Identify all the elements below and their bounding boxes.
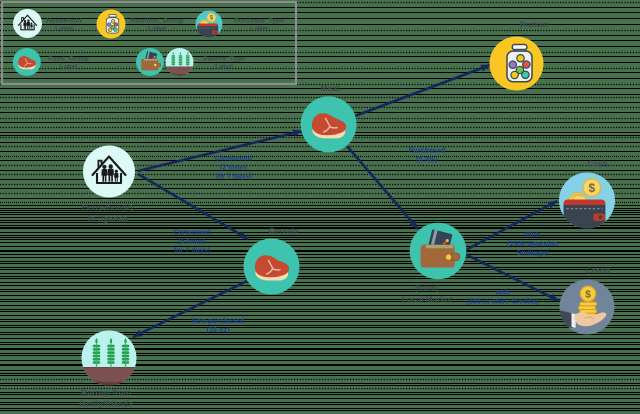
svg-text:for 7 days): for 7 days) [174,246,211,255]
svg-text:Local Market: Local Market [402,295,453,305]
svg-text:Household#1: Household#1 [82,203,134,213]
svg-text:Label: Label [60,64,78,71]
svg-text:Meat: Meat [321,83,340,93]
svg-text:in Uganda: in Uganda [88,214,128,224]
svg-text:Cereals: Cereals [269,226,299,236]
svg-text:Nutrition_Group: Nutrition_Group [131,18,183,25]
svg-text:(from): (from) [415,283,439,293]
svg-text:Label: Label [55,26,73,33]
svg-text:Source_Type: Source_Type [203,56,245,63]
svg-text:Non-purchased: Non-purchased [192,316,245,325]
svg-text:Protein: Protein [520,20,549,30]
svg-text:(16 oz): (16 oz) [207,325,230,334]
svg-text:with: with [494,288,509,297]
svg-text:(5 lbs): (5 lbs) [416,155,438,164]
svg-text:(2 times: (2 times [220,163,247,172]
svg-text:Credit: Credit [586,266,610,276]
svg-text:Food_Group: Food_Group [48,56,89,63]
svg-text:With: With [525,230,541,239]
svg-text:(1500 Ugandan: (1500 Ugandan [507,239,558,248]
svg-text:Borrow from: Borrow from [81,388,131,398]
svg-text:Household: Household [46,18,81,25]
svg-text:Shillings): Shillings) [516,248,549,257]
svg-text:Label: Label [148,26,166,33]
svg-text:for 7 days): for 7 days) [215,172,252,181]
svg-text:(100 in-store Credits): (100 in-store Credits) [467,297,539,306]
svg-text:Label: Label [250,26,268,33]
svg-text:Cash: Cash [587,159,607,169]
svg-text:(5 times: (5 times [178,237,205,246]
svg-text:Label: Label [215,64,233,71]
svg-text:Purchased: Purchased [409,146,446,155]
svg-text:Consumed: Consumed [215,154,252,163]
svg-text:Consumed: Consumed [173,228,210,237]
svg-text:Purchase_Type: Purchase_Type [234,18,284,25]
svg-text:family/friends: family/friends [79,399,133,409]
